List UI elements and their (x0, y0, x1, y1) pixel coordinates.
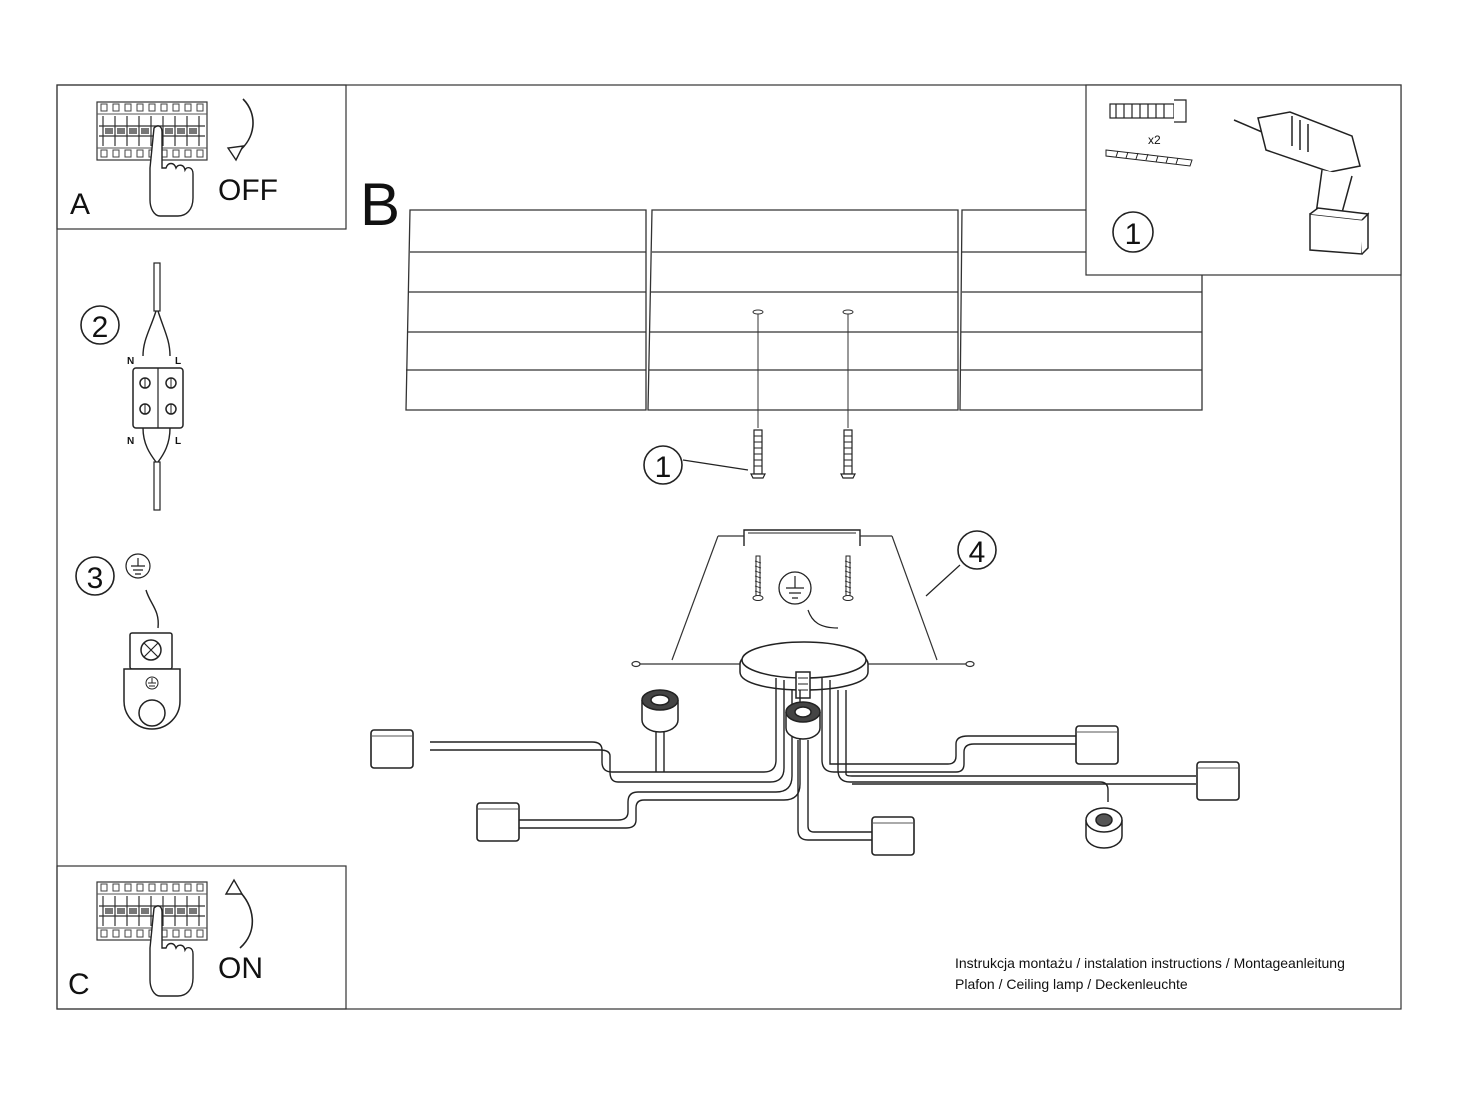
terminal-block-icon (132, 367, 184, 429)
step-b-panel: B 1 (360, 171, 1240, 856)
earth-callout-number: 3 (87, 562, 104, 595)
lamp-socket-icon (871, 816, 915, 856)
ceiling-boards (405, 209, 1203, 411)
rotate-down-arrow-icon (237, 98, 254, 153)
lamp-arms (430, 678, 1196, 841)
off-label: OFF (218, 174, 278, 207)
canopy-cover (631, 535, 975, 668)
bulb-holder-left (641, 689, 679, 733)
wall-plug-icon (1109, 99, 1187, 123)
screw-icon (842, 555, 854, 602)
neutral-top-label: N (127, 356, 134, 367)
step-a-panel: A OFF (56, 84, 347, 230)
step-c-panel: C ON (56, 865, 347, 1010)
lamp-socket-icon (1075, 725, 1119, 765)
lamp-socket-icon (476, 802, 520, 842)
lamp-socket-icon (370, 729, 414, 769)
wall-plug-icon (840, 429, 856, 479)
footer-line-1: Instrukcja montażu / instalation instruc… (955, 955, 1345, 971)
earth-symbol-icon (125, 553, 151, 579)
mounting-bracket (743, 529, 861, 546)
earth-terminal-icon (123, 632, 181, 730)
wiring-callout-number: 2 (92, 311, 109, 344)
screw-icon (1105, 149, 1193, 167)
step-c-letter: C (68, 968, 90, 1001)
on-label: ON (218, 952, 263, 985)
earth-symbol-icon (778, 571, 812, 605)
bulb-holder-right (1085, 807, 1123, 849)
live-top-label: L (175, 356, 181, 367)
quantity-label: x2 (1148, 133, 1161, 147)
bulb-holder-center (785, 701, 821, 740)
cover-callout-number: 4 (969, 536, 986, 569)
step-b-letter: B (360, 171, 400, 238)
lamp-socket-icon (1196, 761, 1240, 801)
earth-connection: 3 (75, 553, 181, 730)
footer-line-2: Plafon / Ceiling lamp / Deckenleuchte (955, 976, 1188, 992)
wiring-diagram: 2 N L N L (80, 262, 184, 511)
wall-plug-icon (750, 429, 766, 479)
outer-frame (56, 84, 1402, 1010)
tools-callout-number: 1 (1125, 218, 1142, 251)
screw-icon (752, 555, 764, 602)
rotate-up-arrow-icon (235, 887, 254, 949)
lamp-canopy (739, 641, 869, 699)
tools-panel: x2 1 (1085, 84, 1402, 276)
neutral-bottom-label: N (127, 436, 134, 447)
anchor-callout-number: 1 (655, 451, 672, 484)
step-a-letter: A (70, 188, 90, 221)
drill-icon (1233, 111, 1370, 255)
live-bottom-label: L (175, 436, 181, 447)
